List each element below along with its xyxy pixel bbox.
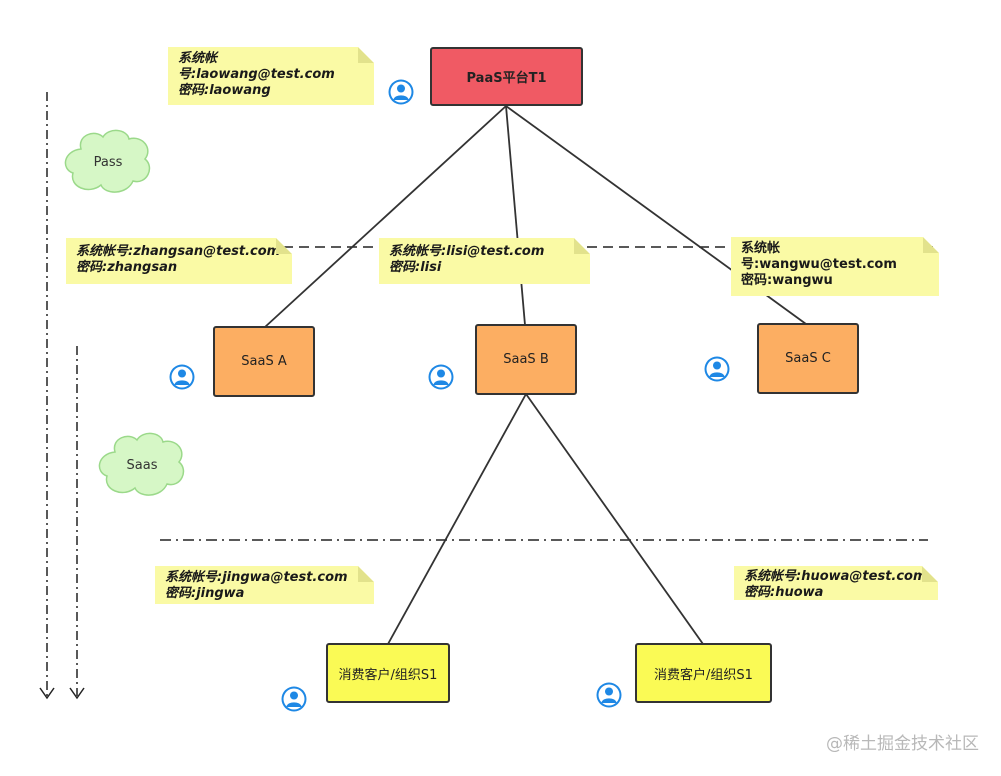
note-line: 号:wangwu@test.com [741, 257, 897, 272]
note-line: 系统帐号:zhangsan@test.com [76, 244, 281, 259]
note-line: 密码:jingwa [165, 586, 245, 601]
note-line: 系统帐 [178, 51, 218, 66]
user-icon [281, 686, 307, 712]
edge-saas-b-consumer-1 [387, 393, 527, 645]
note-huowa: 系统帐号:huowa@test.com 密码:huowa [734, 566, 938, 600]
note-zhangsan: 系统帐号:zhangsan@test.com 密码:zhangsan [66, 238, 292, 284]
user-icon [428, 364, 454, 390]
note-line: 系统帐号:lisi@test.com [389, 244, 545, 259]
node-saas-a[interactable]: SaaS A [213, 326, 315, 397]
edge-paas-saas-a [264, 105, 507, 328]
note-line: 系统帐号:huowa@test.com [744, 569, 927, 584]
note-line: 密码:lisi [389, 260, 442, 275]
arrow-down-icon [39, 687, 55, 700]
note-jingwa: 系统帐号:jingwa@test.com 密码:jingwa [155, 566, 374, 604]
note-laowang: 系统帐 号:laowang@test.com 密码:laowang [168, 47, 374, 105]
node-consumer-1[interactable]: 消费客户/组织S1 [326, 643, 450, 703]
cloud-saas-label: Saas [126, 457, 158, 473]
cloud-pass-label: Pass [93, 154, 123, 170]
note-wangwu: 系统帐 号:wangwu@test.com 密码:wangwu [731, 237, 939, 296]
node-paas-platform[interactable]: PaaS平台T1 [430, 47, 583, 106]
user-icon [388, 79, 414, 105]
user-icon [169, 364, 195, 390]
user-icon [596, 682, 622, 708]
note-line: 密码:laowang [178, 83, 271, 98]
note-line: 号:laowang@test.com [178, 67, 335, 82]
cloud-shape-icon [98, 432, 185, 496]
edge-saas-b-consumer-2 [525, 393, 704, 645]
note-line: 系统帐 [741, 241, 781, 256]
cloud-saas: Saas [95, 430, 189, 500]
cloud-shape-icon [64, 129, 151, 193]
node-consumer-2[interactable]: 消费客户/组织S1 [635, 643, 772, 703]
arrow-down-icon [69, 687, 85, 700]
cloud-pass: Pass [61, 127, 155, 197]
note-line: 系统帐号:jingwa@test.com [165, 570, 348, 585]
note-lisi: 系统帐号:lisi@test.com 密码:lisi [379, 238, 590, 284]
node-saas-b[interactable]: SaaS B [475, 324, 577, 395]
watermark: @稀土掘金技术社区 [826, 734, 979, 754]
edge-paas-saas-b [505, 105, 526, 326]
note-line: 密码:wangwu [741, 273, 833, 288]
note-line: 密码:zhangsan [76, 260, 178, 275]
note-line: 密码:huowa [744, 585, 824, 600]
user-icon [704, 356, 730, 382]
node-saas-c[interactable]: SaaS C [757, 323, 859, 394]
